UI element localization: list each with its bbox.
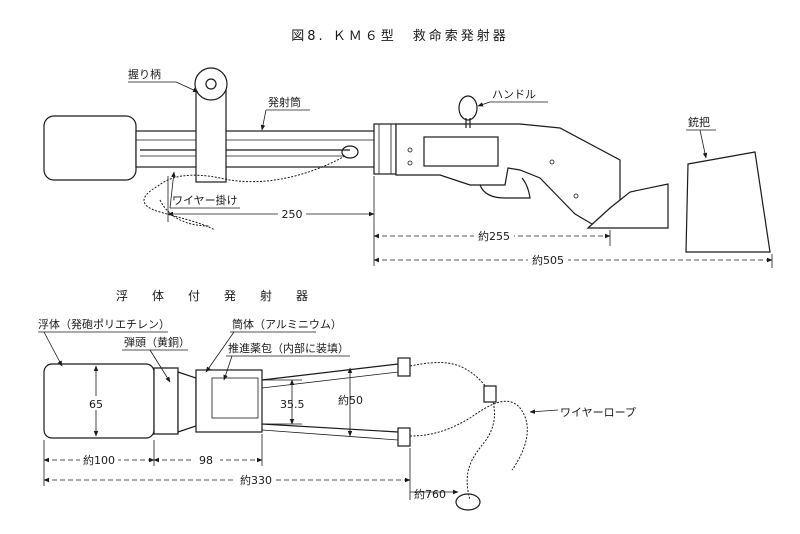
rope-clamp xyxy=(483,385,497,403)
dim-50: 約50 xyxy=(338,393,363,407)
trigger-guard xyxy=(479,177,531,199)
label-grip: 握り柄 xyxy=(128,67,161,81)
label-propellant: 推進薬包（内部に装填） xyxy=(228,341,349,355)
label-float: 浮体（発砲ポリエチレン） xyxy=(38,317,170,331)
launcher-dimensions: 250 約255 約505 xyxy=(167,176,773,268)
launcher-rope xyxy=(143,155,346,231)
barrel-tube xyxy=(135,130,383,168)
float-dimensions: 65 35.5 約50 約100 98 約330 約760 xyxy=(43,365,459,501)
barrel-end-hook xyxy=(341,145,359,159)
launcher-drawing xyxy=(43,67,771,253)
receiver-window xyxy=(423,136,499,167)
figure-title: 図8. ＫＭ６型 救命索発射器 xyxy=(291,28,509,44)
grip-handle xyxy=(195,85,227,183)
dim-505: 約505 xyxy=(532,253,564,267)
dim-65: 65 xyxy=(89,398,103,411)
dim-35-5: 35.5 xyxy=(280,398,305,411)
label-handle: ハンドル xyxy=(492,88,536,101)
handle-knob xyxy=(458,95,478,121)
grip-ring xyxy=(194,67,228,101)
wire-rope xyxy=(409,362,496,501)
float-subtitle: 浮 体 付 発 射 器 xyxy=(116,288,314,303)
stock-neck xyxy=(586,183,669,229)
coupling-collar xyxy=(373,123,397,175)
label-wire-hook: ワイヤー掛け xyxy=(172,193,238,207)
tube xyxy=(195,369,263,433)
label-wire-rope: ワイヤーロープ xyxy=(560,406,636,419)
float-launcher-drawing xyxy=(43,357,528,511)
dim-98: 98 xyxy=(199,454,213,467)
dim-760: 約760 xyxy=(414,487,446,501)
dim-330: 約330 xyxy=(240,473,272,487)
dim-100: 約100 xyxy=(83,453,115,467)
rear-hook-top xyxy=(397,357,411,377)
label-stock: 銃把 xyxy=(688,115,710,129)
propellant xyxy=(211,377,259,419)
dim-250: 250 xyxy=(282,208,303,221)
warhead xyxy=(153,367,179,435)
rear-hook-bottom xyxy=(397,427,411,447)
receiver-body xyxy=(395,123,621,225)
rope-loop xyxy=(455,493,481,511)
dim-255: 約255 xyxy=(478,229,510,243)
stock-butt xyxy=(685,151,771,253)
label-barrel: 発射筒 xyxy=(268,95,301,109)
label-tube: 筒体（アルミニウム） xyxy=(232,317,342,331)
rear-canister xyxy=(43,115,137,181)
label-warhead: 弾頭（黄銅） xyxy=(124,335,190,349)
